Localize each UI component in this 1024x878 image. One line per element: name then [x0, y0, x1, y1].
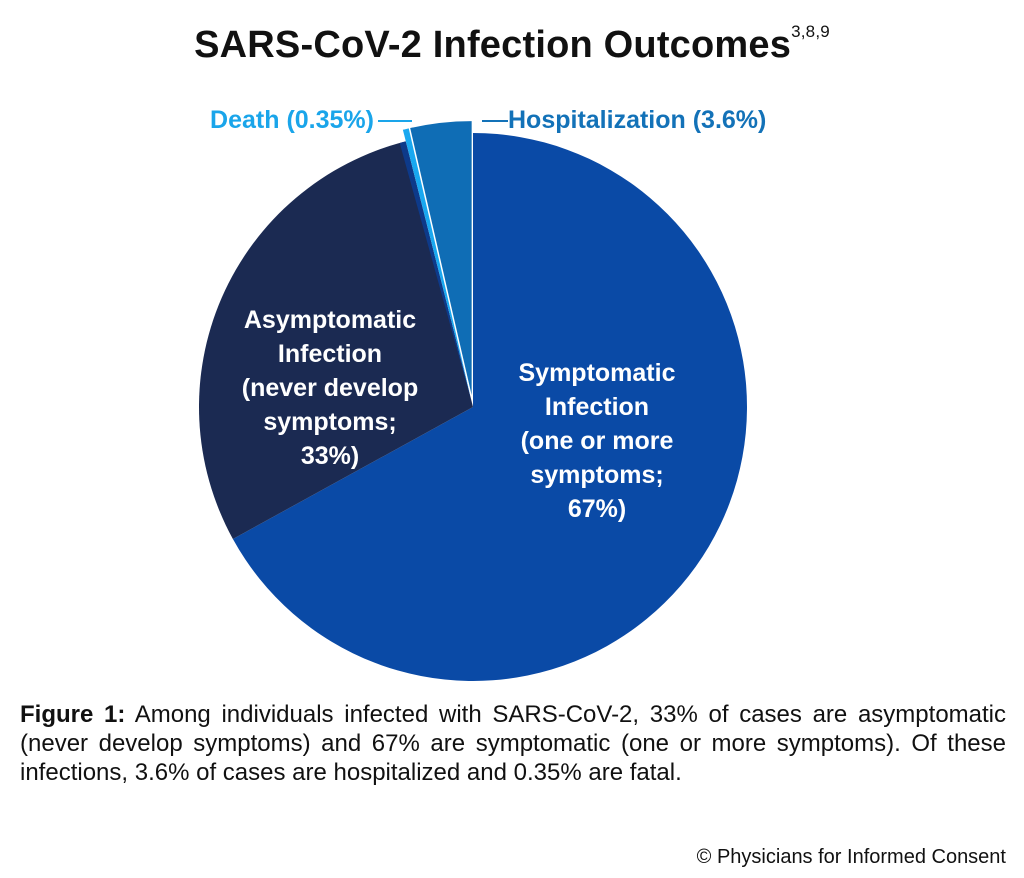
slice-asymptomatic: [199, 141, 474, 540]
chart-title: SARS-CoV-2 Infection Outcomes3,8,9: [0, 22, 1024, 67]
slice-edge-accent: [399, 141, 473, 407]
slice-hospitalization: [410, 121, 472, 396]
figure-caption: Figure 1: Among individuals infected wit…: [20, 700, 1006, 787]
copyright-notice: © Physicians for Informed Consent: [696, 846, 1006, 868]
slice-death: [402, 128, 471, 396]
caption-lead: Figure 1:: [20, 701, 126, 728]
label-hospitalization: Hospitalization (3.6%): [508, 106, 766, 134]
title-text: SARS-CoV-2 Infection Outcomes: [194, 24, 792, 66]
slice-symptomatic: [232, 133, 747, 682]
label-death: Death (0.35%): [210, 106, 374, 134]
pie-slices: [199, 121, 747, 682]
caption-text: Among individuals infected with SARS-CoV…: [20, 701, 1007, 786]
title-superscript: 3,8,9: [791, 22, 830, 41]
